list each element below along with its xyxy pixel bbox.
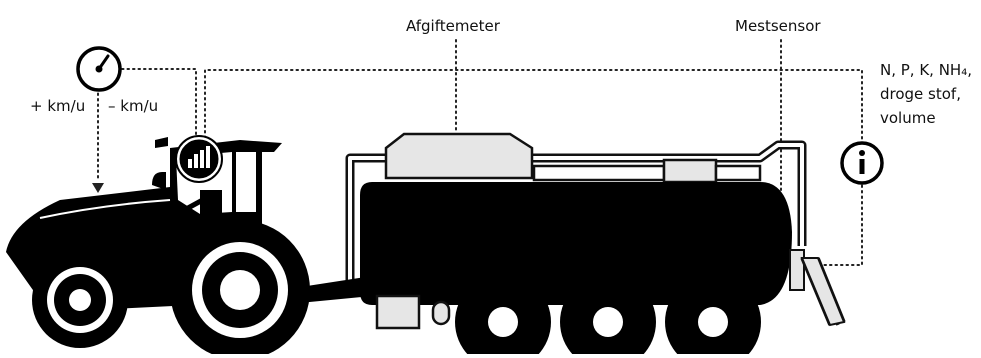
tractor-front-wheel xyxy=(32,252,128,348)
tractor-cab-window-rear xyxy=(236,152,256,212)
speed-arrow-head xyxy=(92,183,104,193)
hitch-cylinder xyxy=(433,302,449,324)
info-icon xyxy=(842,143,882,183)
nutrients-line-3: volume xyxy=(880,108,936,129)
rear-plate xyxy=(790,250,804,290)
mestsensor-label: Mestsensor xyxy=(735,16,821,37)
tank-top-slab-3 xyxy=(716,166,760,180)
beacon-light xyxy=(155,137,168,148)
afgiftemeter-box xyxy=(386,134,532,178)
storage-box xyxy=(377,296,419,328)
nutrients-line-2: droge stof, xyxy=(880,84,961,105)
rear-assembly xyxy=(790,250,844,325)
speedometer-icon xyxy=(78,48,120,90)
bar-chart-icon xyxy=(176,136,222,182)
sensor-bottom-line xyxy=(805,180,862,265)
trailer-wheels xyxy=(455,274,761,354)
exhaust-pipe xyxy=(152,172,166,190)
speed-increase-label: + km/u xyxy=(30,96,85,117)
nutrients-line-1: N, P, K, NH₄, xyxy=(880,60,972,81)
tank-top-slab-2 xyxy=(664,160,716,182)
afgiftemeter-label: Afgiftemeter xyxy=(406,16,500,37)
tractor-rear-wheel xyxy=(170,220,310,354)
tank-top-slab-1 xyxy=(534,166,664,180)
tractor xyxy=(6,137,310,354)
speed-decrease-label: – km/u xyxy=(108,96,158,117)
top-loop-line xyxy=(205,70,862,140)
rear-injector-fill xyxy=(802,258,844,325)
